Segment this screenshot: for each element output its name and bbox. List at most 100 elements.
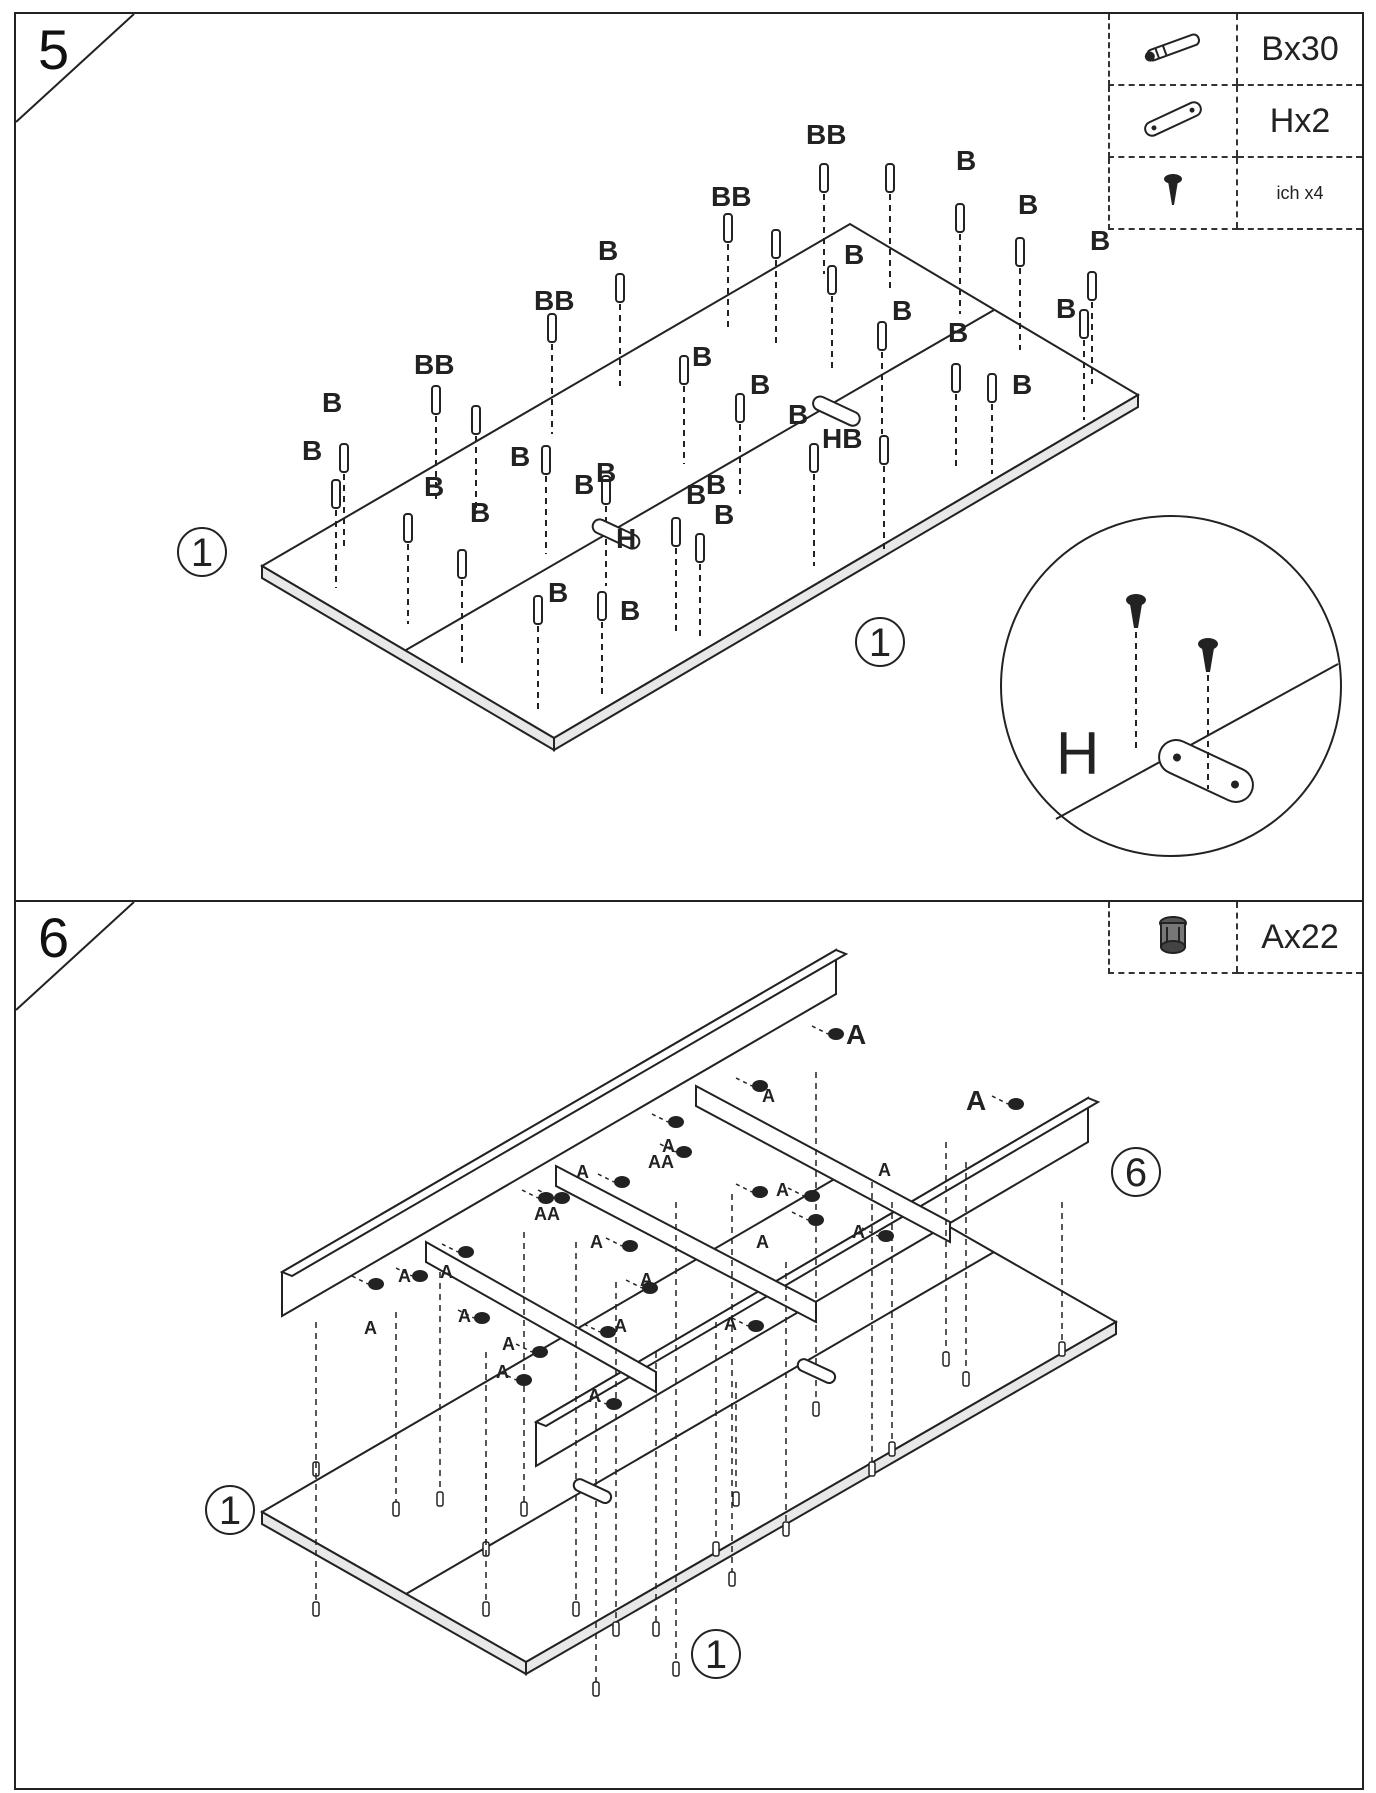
step-corner-slash: [16, 14, 135, 123]
part-label: A: [440, 1262, 453, 1282]
connector-plate-icon: [1108, 85, 1237, 158]
dowel-pin: [331, 479, 341, 588]
dowel-pin: [809, 443, 819, 566]
part-label: A: [502, 1334, 515, 1354]
dowel-pin: [672, 1202, 680, 1677]
cam-lock: [651, 1113, 684, 1128]
callout-number: 1: [705, 1633, 727, 1677]
part-label: B: [788, 399, 808, 430]
connector-plate: [796, 1358, 837, 1385]
base-board: [259, 1168, 1119, 1676]
step-6-diagram: A A A AA AA A A A A A A A A A A A A A A …: [205, 948, 1161, 1697]
dowel-pin: [457, 549, 467, 664]
part-label: BB: [534, 285, 574, 316]
part-label: B: [302, 435, 322, 466]
dowel-pin: [962, 1162, 970, 1387]
cam-lock: [597, 1173, 630, 1188]
dowel-icon: [1108, 14, 1237, 86]
callout-number: 1: [219, 1489, 241, 1533]
part-label: A: [614, 1316, 627, 1336]
part-callout: 6: [1111, 1147, 1161, 1197]
part-label: AA: [534, 1204, 560, 1224]
part-label: B: [424, 471, 444, 502]
part-label: AA: [648, 1152, 674, 1172]
part-qty: Ax22: [1236, 902, 1362, 974]
part-label: A: [762, 1086, 775, 1106]
dowel-pin: [339, 443, 349, 550]
dowel-pin: [392, 1312, 400, 1517]
dowel-pin: [732, 1382, 740, 1507]
part-label: B: [956, 145, 976, 176]
dowel-pin: [652, 1352, 660, 1637]
step-5-diagram: BB BB BB BB B B B B B B B B B B B B B B …: [177, 119, 1342, 857]
cam-lock: [861, 1227, 894, 1242]
part-label: B: [1056, 293, 1076, 324]
part-callout: 1: [205, 1485, 255, 1535]
callout-number: 1: [869, 621, 891, 665]
dowel-pin: [471, 405, 481, 514]
dowel-pin: [547, 313, 557, 434]
dowel-pin: [612, 1282, 620, 1637]
dowel-pin: [951, 363, 961, 466]
step-corner-slash: [16, 902, 135, 1011]
part-label: B: [714, 499, 734, 530]
dowel-pin: [955, 203, 965, 314]
dowel-pin: [403, 513, 413, 624]
cam-lock: [735, 1183, 768, 1198]
parts-row: Bx30: [1108, 14, 1362, 86]
part-label: B: [596, 457, 616, 488]
dowel-pin: [771, 229, 781, 344]
dowel-pin: [671, 517, 681, 632]
part-label: A: [878, 1160, 891, 1180]
part-label: A: [398, 1266, 411, 1286]
dowel-pin: [712, 1322, 720, 1557]
step-number: 6: [38, 906, 70, 969]
step-number: 5: [38, 18, 70, 81]
part-label: B: [948, 317, 968, 348]
parts-row: Ax22: [1108, 902, 1362, 974]
cam-lock: [351, 1275, 384, 1290]
part-label: B: [510, 441, 530, 472]
part-callout: 1: [691, 1629, 741, 1679]
part-label: H: [616, 523, 636, 554]
dowel-pin: [987, 373, 997, 474]
dowel-pin: [312, 1322, 320, 1477]
part-label: B: [470, 497, 490, 528]
part-label: A: [846, 1019, 866, 1050]
cam-lock: [787, 1187, 820, 1202]
part-label: B: [686, 479, 706, 510]
part-label: A: [640, 1270, 653, 1290]
part-label: A: [588, 1386, 601, 1406]
step-6-panel: 6 Ax22: [14, 900, 1364, 1790]
part-qty: ich x4: [1236, 157, 1362, 230]
part-label: A: [364, 1318, 377, 1338]
cam-lock: [515, 1343, 548, 1358]
part-label: BB: [414, 349, 454, 380]
dowel-pin: [695, 533, 705, 640]
cam-lock: [583, 1323, 616, 1338]
part-label: B: [574, 469, 594, 500]
dowel-pin: [1079, 309, 1089, 420]
part-callout: 1: [855, 617, 905, 667]
cam-lock: [791, 1211, 824, 1226]
dowel-pin: [482, 1462, 490, 1617]
part-label: HB: [822, 423, 862, 454]
dowel-pin: [592, 1402, 600, 1697]
dowel-guides: [312, 1072, 1066, 1697]
cam-lock: [589, 1395, 622, 1410]
part-label: A: [496, 1362, 509, 1382]
dowel-pin: [541, 445, 551, 554]
connector-plate: [591, 518, 641, 550]
part-label: A: [662, 1136, 675, 1156]
cam-lock: [521, 1189, 554, 1204]
cam-locks: [351, 1025, 1024, 1410]
dowel-pins: [331, 163, 1097, 714]
callout-number: 6: [1125, 1151, 1147, 1195]
dowel-pin: [1058, 1202, 1066, 1357]
part-qty: Hx2: [1236, 85, 1362, 158]
parts-list: Ax22: [1108, 902, 1362, 974]
parts-list: Bx30 Hx2 ich x4: [1108, 14, 1362, 230]
part-label: A: [724, 1314, 737, 1334]
dowel-pin: [728, 1194, 736, 1587]
part-label: A: [576, 1162, 589, 1182]
